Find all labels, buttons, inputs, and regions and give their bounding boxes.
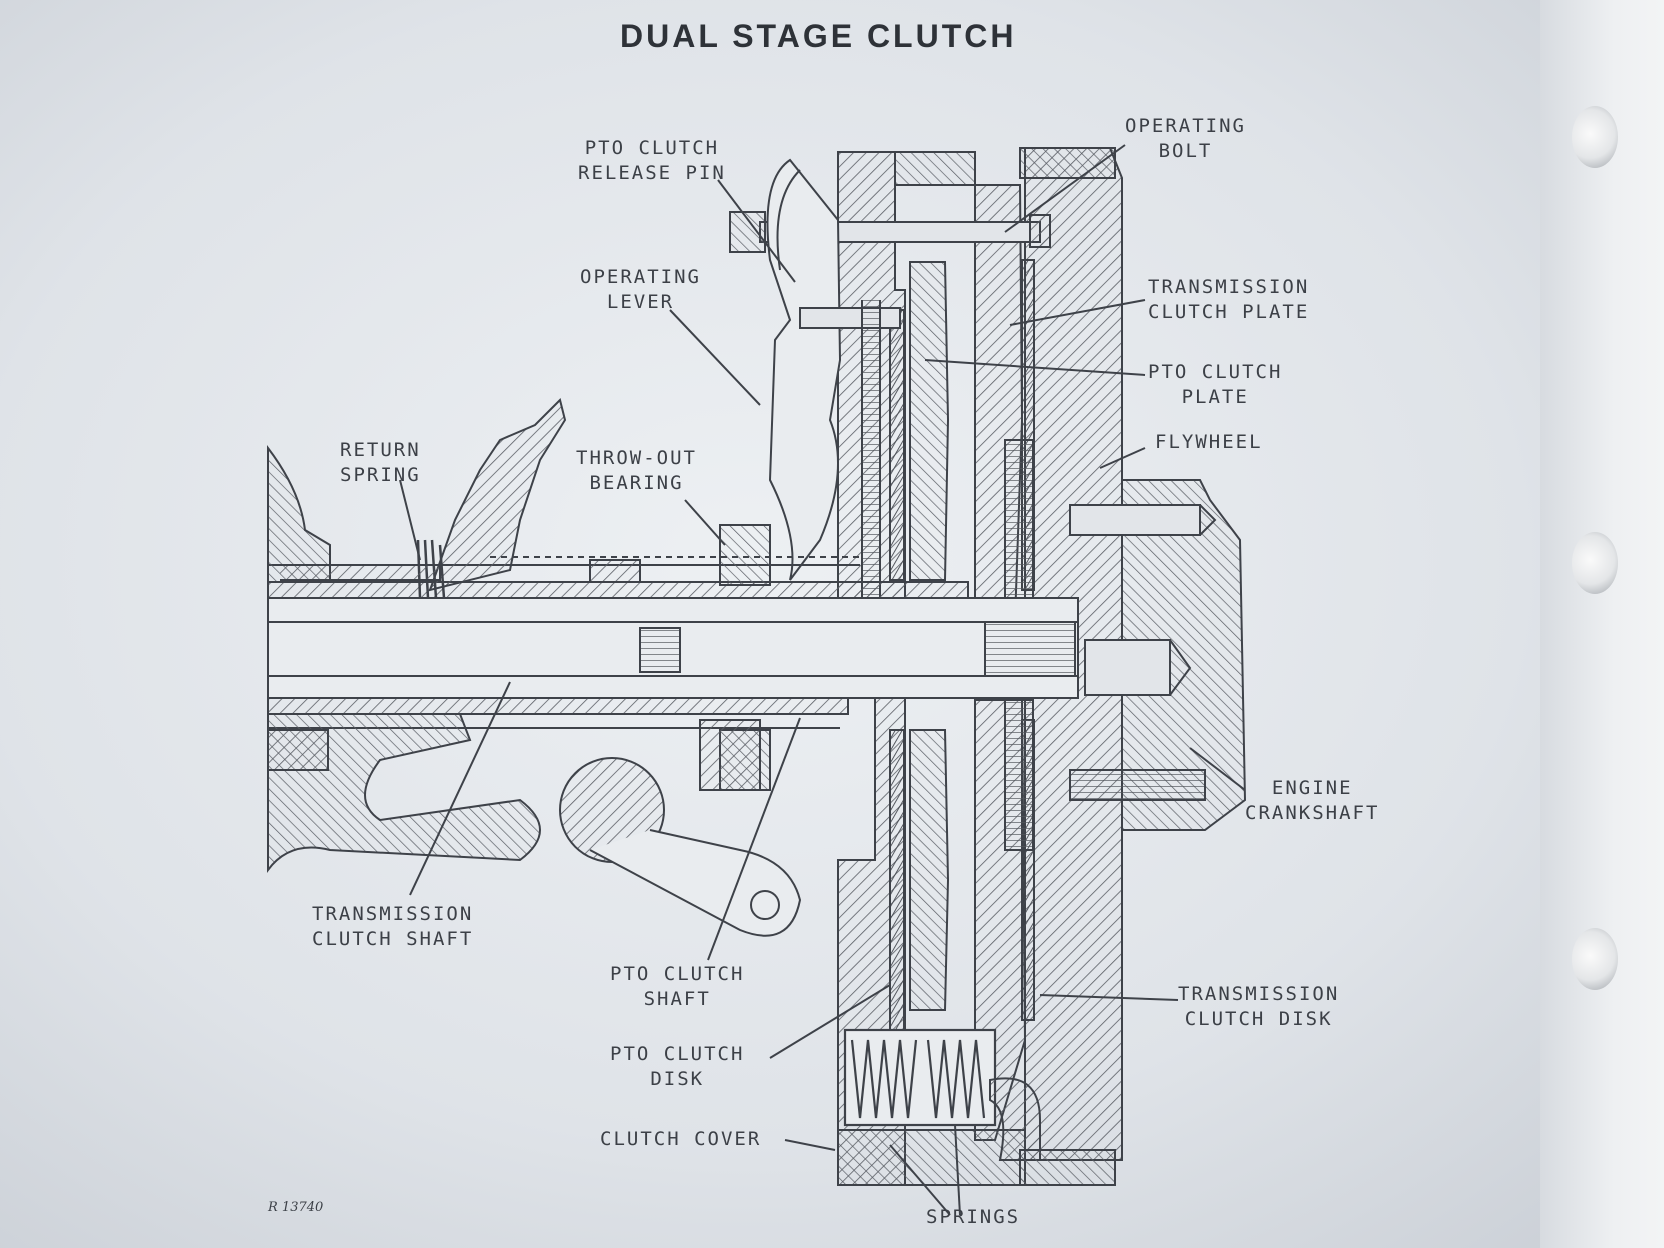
label-pto-clutch-shaft: PTO CLUTCH SHAFT [610,963,745,1010]
label-throw-out-bearing: THROW-OUT BEARING [576,447,697,494]
lever-hole [750,890,780,920]
leader-throw-out [684,499,726,546]
hub-gear-upper [1004,439,1034,621]
label-pto-clutch-disk: PTO CLUTCH DISK [610,1043,745,1090]
label-pto-clutch-plate: PTO CLUTCH PLATE [1148,361,1283,408]
leader-clutch-cover [784,1139,836,1151]
flywheel-bolt-lower [1069,769,1206,801]
label-engine-crankshaft: ENGINE CRANKSHAFT [1245,777,1380,824]
leader-crankshaft [1189,747,1246,791]
shaft-spline-end [984,621,1076,677]
label-transmission-clutch-plate: TRANSMISSION CLUTCH PLATE [1148,276,1310,323]
binder-hole-bottom [1572,928,1618,990]
flywheel-bolt-upper [1069,504,1201,536]
pto-shaft-sleeve-bottom [267,697,849,715]
leader-transmission-disk [1039,994,1179,1001]
release-fork-upper [428,398,567,592]
label-pto-clutch-release-pin: PTO CLUTCH RELEASE PIN [578,137,726,184]
page-title: DUAL STAGE CLUTCH [620,18,1017,54]
leader-transmission-plate [1009,299,1146,326]
label-transmission-clutch-shaft: TRANSMISSION CLUTCH SHAFT [312,903,474,950]
leader-pto-plate [924,359,1146,376]
operating-lever-shape [766,158,842,581]
shaft-spline-mid [639,627,681,673]
leader-pto-disk [769,984,891,1059]
leader-flywheel [1099,447,1146,469]
leader-operating-lever [669,309,761,406]
pto-clutch-plate-shape [909,261,950,581]
leader-operating-bolt [1004,144,1126,233]
release-lever-arm [589,829,802,937]
pressure-hub [861,300,881,601]
binder-edge [1540,0,1664,1248]
label-flywheel: FLYWHEEL [1155,431,1263,453]
pto-shaft-sleeve-top [267,581,969,599]
pressure-springs [843,1028,997,1127]
hub-gear-lower [1004,699,1034,851]
figure-number: R 13740 [268,1200,324,1215]
pilot-bearing [1084,639,1171,696]
label-transmission-clutch-disk: TRANSMISSION CLUTCH DISK [1178,983,1340,1030]
label-springs: SPRINGS [926,1206,1021,1228]
label-operating-lever: OPERATING LEVER [580,266,701,313]
crankshaft-shape [1121,479,1247,831]
housing-upper-left [267,445,331,583]
leader-transmission-shaft [409,681,511,896]
label-return-spring: RETURN SPRING [340,439,421,486]
binder-hole-middle [1572,532,1618,594]
housing-lower-left [267,713,541,874]
pto-disk-upper [889,309,905,581]
leader-lines [399,144,1246,1216]
cover-bottom [837,1129,1026,1186]
leader-release-pin [717,179,796,283]
flywheel-ring-bottom [1019,1149,1116,1186]
leader-pto-shaft [707,717,801,961]
pto-plate-lower [909,729,950,1011]
leader-springs-b [954,1124,961,1216]
leader-return-spring [399,479,421,561]
cover-top-flange [894,151,976,186]
pto-disk-lower [889,729,905,1031]
label-clutch-cover: CLUTCH COVER [600,1128,762,1150]
binder-hole-top [1572,106,1618,168]
throw-out-bearing-shape [719,524,771,586]
leader-springs-a [889,1144,951,1216]
label-operating-bolt: OPERATING BOLT [1125,115,1246,162]
